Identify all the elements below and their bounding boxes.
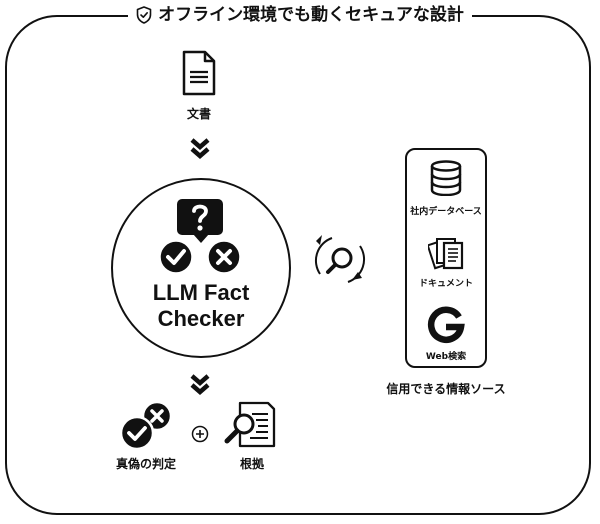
database-icon (430, 160, 462, 196)
plus-circle-icon (191, 425, 209, 443)
x-circle-icon (206, 239, 242, 275)
outer-frame (5, 15, 591, 515)
checker-name-line1: LLM Fact (152, 280, 250, 305)
question-bubble-icon (158, 199, 242, 275)
chevron-down-double-icon (190, 138, 210, 159)
chevron-down-double-icon (190, 374, 210, 395)
source-label-documents: ドキュメント (418, 279, 473, 289)
document-label: 文書 (186, 107, 211, 121)
title-group: オフライン環境でも動くセキュアな設計 (128, 2, 472, 28)
checker-name-line2: Checker (157, 306, 245, 331)
check-x-circles-icon (119, 400, 173, 451)
shield-check-icon (136, 6, 152, 24)
sources-caption: 信用できる情報ソース (386, 382, 506, 396)
evidence-label: 根拠 (239, 457, 264, 471)
source-label-web: Web検索 (425, 352, 467, 362)
page-title: オフライン環境でも動くセキュアな設計 (158, 5, 464, 25)
trusted-sources-box: 社内データベース ドキュメント Web検索 (405, 148, 487, 368)
verdict-label: 真偽の判定 (115, 457, 176, 471)
search-refresh-icon (315, 235, 365, 283)
check-circle-icon (158, 239, 194, 275)
documents-icon (428, 238, 464, 270)
llm-fact-checker: LLM Fact Checker (111, 178, 291, 358)
google-g-icon (427, 306, 465, 343)
document-icon (182, 50, 216, 96)
source-label-database: 社内データベース (410, 207, 482, 217)
title-bar: オフライン環境でも動くセキュアな設計 (0, 2, 600, 28)
document-magnifier-icon (224, 401, 276, 448)
